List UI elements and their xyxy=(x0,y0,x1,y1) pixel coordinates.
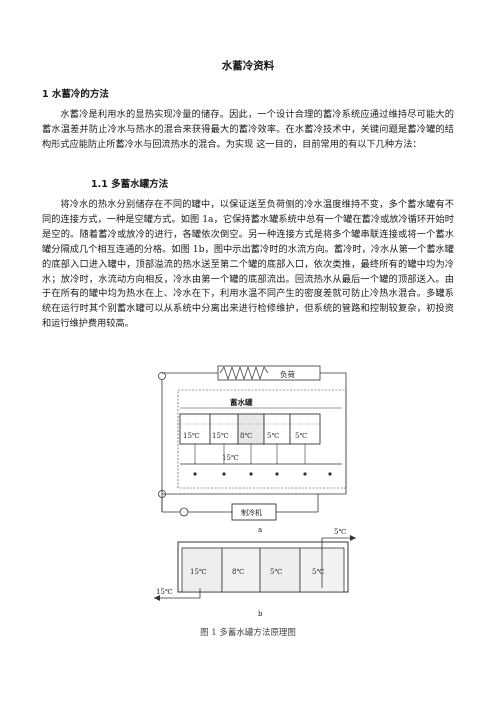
document-title: 水蓄冷资料 xyxy=(221,60,275,72)
tank-label: 蓄水罐 xyxy=(230,397,253,407)
figure-b-sublabel: b xyxy=(258,610,263,618)
section-heading-1-1: 1.1 多蓄水罐方法 xyxy=(91,179,169,190)
tank-temp-1: 15℃ xyxy=(183,432,200,440)
outlet-temp: 15℃ xyxy=(156,588,173,596)
pump-icon-2 xyxy=(158,490,166,498)
inlet-temp: 5℃ xyxy=(334,528,346,536)
chiller-label: 制冷机 xyxy=(241,508,262,517)
section-1-1-paragraph: 将冷水的热水分别储存在不同的罐中，以保证送至负荷侧的冷水温度维持不变，多个蓄水罐… xyxy=(42,199,454,330)
load-label: 负荷 xyxy=(280,369,295,379)
pump-icon-3 xyxy=(179,507,189,517)
tank-temp-4: 5℃ xyxy=(267,432,279,440)
tank-temp-2: 15℃ xyxy=(212,432,229,440)
load-coil xyxy=(217,365,321,381)
tank-group-b xyxy=(177,541,349,593)
figure-a-sublabel: a xyxy=(258,526,262,534)
tank-b-temp-2: 8℃ xyxy=(232,568,244,576)
tank-b-temp-4: 5℃ xyxy=(312,568,324,576)
tank-group-a xyxy=(179,413,321,445)
figure-caption: 图 1 多蓄水罐方法原理图 xyxy=(200,628,296,638)
section-heading-1: 1 水蓄冷的方法 xyxy=(42,89,109,100)
pump-icon xyxy=(158,372,166,380)
figure-1-diagram: 负荷 蓄水罐 15℃ 15℃ 8℃ 5℃ 5℃ 15℃ xyxy=(154,365,356,618)
tank-b-temp-3: 5℃ xyxy=(270,568,282,576)
tank-b-temp-1: 15℃ xyxy=(190,568,207,576)
tank-temp-3: 8℃ xyxy=(240,432,252,440)
manifold-temp: 15℃ xyxy=(222,454,239,462)
section-1-paragraph: 水蓄冷是利用水的显热实现冷量的储存。因此，一个设计合理的蓄冷系统应通过维持尽可能… xyxy=(42,109,454,150)
tank-temp-5: 5℃ xyxy=(295,432,307,440)
